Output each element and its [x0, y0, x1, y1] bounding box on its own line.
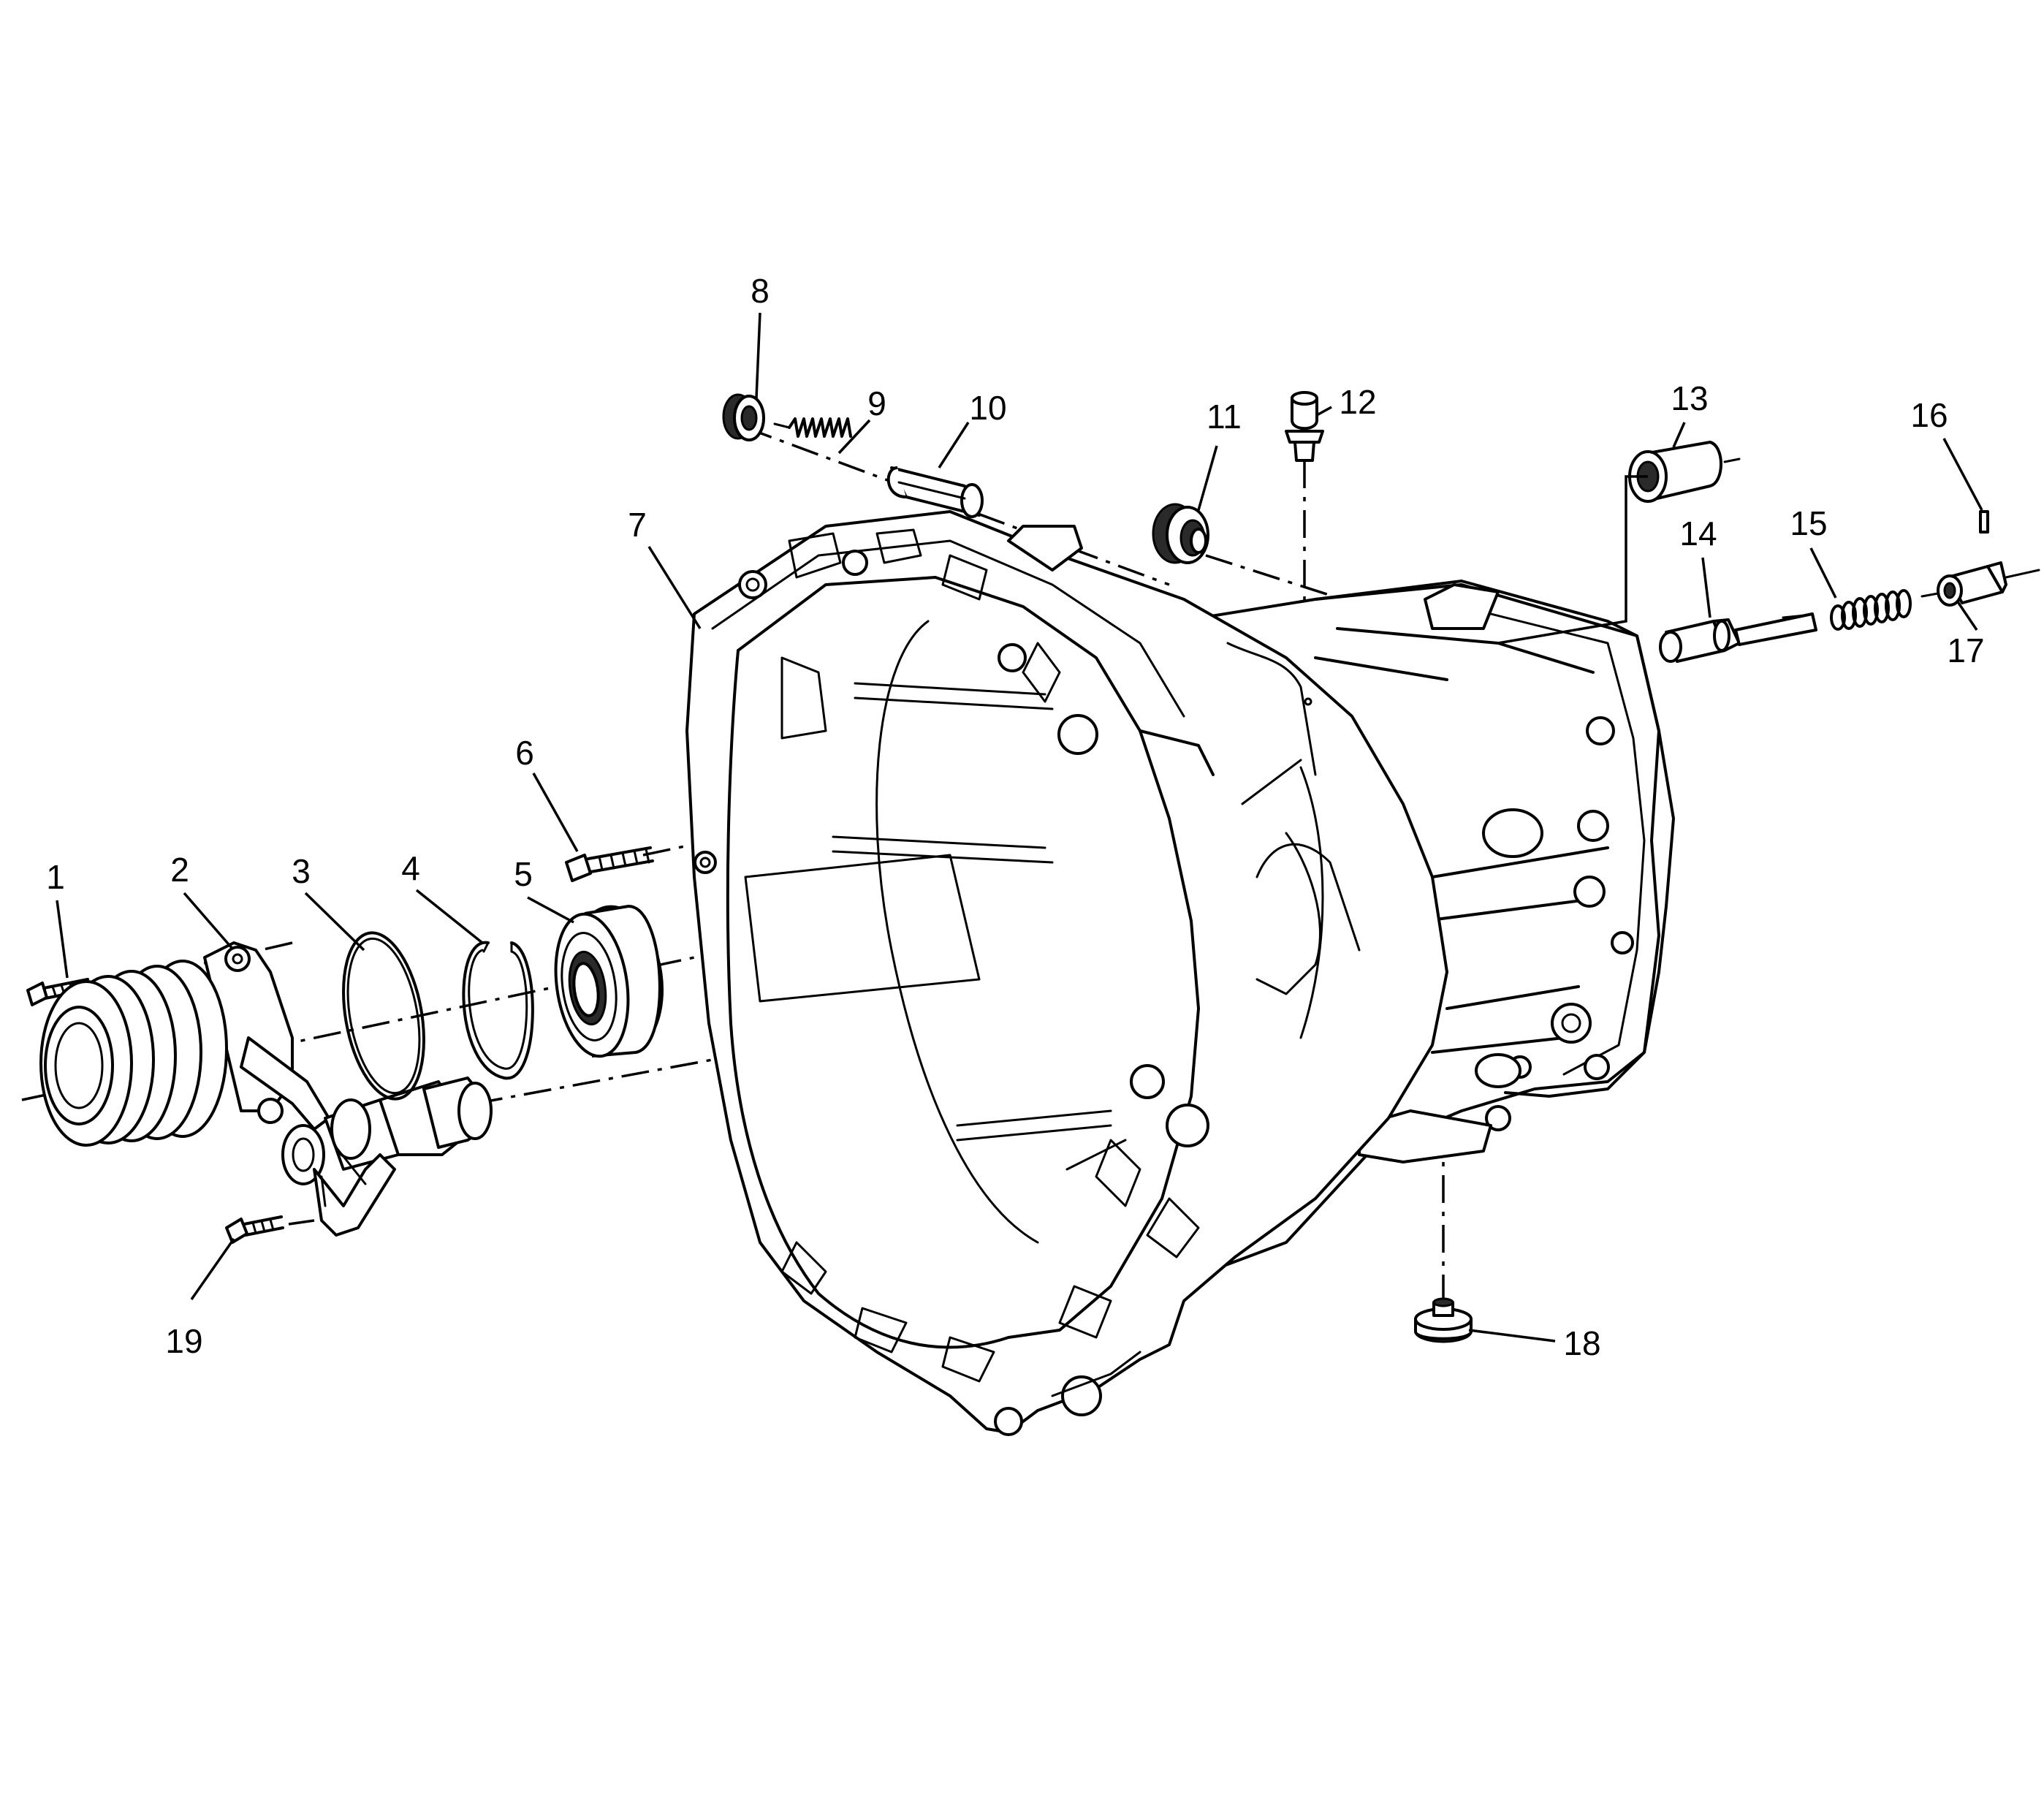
spring-item-9	[773, 417, 852, 438]
callout-9: 9	[867, 384, 886, 422]
shaft-item-14	[1659, 612, 1817, 663]
vent-plug-item-12	[1285, 391, 1324, 462]
callout-8: 8	[751, 272, 770, 310]
callout-14: 14	[1679, 515, 1717, 553]
callout-labels: 1 2 3 4 5 6 7 8 9 10 11 12 13 14 15 16 1…	[46, 272, 1984, 1362]
spring-item-15	[1830, 589, 1912, 631]
bushing-item-13	[1628, 441, 1741, 503]
callout-5: 5	[514, 855, 533, 893]
seal-item-8	[722, 393, 765, 441]
callout-15: 15	[1790, 504, 1827, 542]
callout-4: 4	[401, 849, 420, 887]
bearing-item-5	[554, 905, 664, 1058]
o-ring-item-3	[342, 931, 425, 1101]
leader-lines	[56, 312, 1983, 1343]
callout-17: 17	[1947, 631, 1984, 669]
callout-13: 13	[1671, 379, 1708, 417]
slave-cylinder-item-2	[39, 941, 493, 1237]
callout-7: 7	[628, 506, 647, 544]
transmission-case	[685, 510, 1675, 1436]
drain-plug-item-18	[1414, 1297, 1473, 1343]
bolt-item-19	[225, 1215, 315, 1244]
pin-item-16	[1979, 510, 1989, 534]
seal-item-11	[1152, 503, 1209, 564]
bolt-item-6	[565, 846, 654, 882]
callout-6: 6	[515, 734, 534, 772]
collar-item-17	[1920, 561, 2040, 607]
callout-12: 12	[1339, 383, 1376, 421]
callout-11: 11	[1207, 398, 1242, 436]
callout-10: 10	[969, 389, 1006, 427]
callout-18: 18	[1563, 1324, 1600, 1362]
snap-ring-item-4	[462, 941, 534, 1080]
callout-2: 2	[170, 851, 189, 889]
callout-3: 3	[292, 852, 311, 890]
callout-16: 16	[1910, 396, 1948, 434]
callout-1: 1	[46, 858, 65, 896]
plunger-item-10	[886, 466, 984, 518]
callout-19: 19	[165, 1322, 202, 1360]
